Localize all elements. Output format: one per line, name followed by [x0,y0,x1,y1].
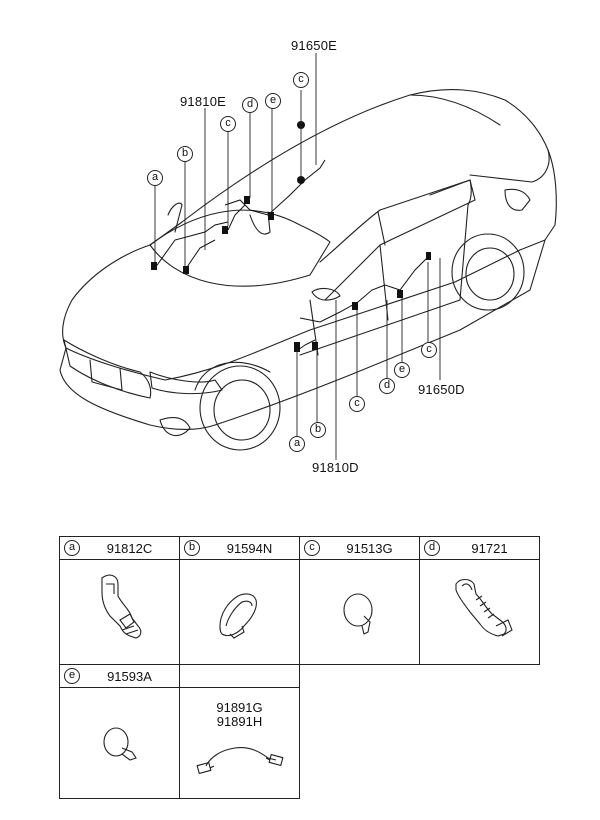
part-image-e [59,687,180,799]
part-image-c [299,559,420,665]
harness-part-number-2: 91891H [216,714,263,729]
leader-lines [154,53,441,460]
part-image-d [419,559,540,665]
part-letter-e: e [64,668,80,684]
part-letter-b: b [184,540,200,556]
bubble-d-bottom: d [379,378,395,394]
bubble-c-top-right: c [293,72,309,88]
bubble-b-top: b [177,146,193,162]
part-header-d: d 91721 [419,536,540,560]
bubble-c-top-left: c [220,116,236,132]
extension-harness-icon [196,747,284,775]
part-number-d: 91721 [471,541,508,556]
front-wheel [199,365,281,451]
callout-91650D: 91650D [418,382,465,397]
part-letter-a: a [64,540,80,556]
bubble-e-bottom: e [394,362,410,378]
bubble-a-top: a [147,170,163,186]
grommet-e-icon [103,727,137,761]
part-number-e: 91593A [107,669,152,684]
car-side-windows [319,179,476,301]
wiring-harness-lines [154,159,431,351]
part-number-c: 91513G [346,541,393,556]
part-header-e: e 91593A [59,664,180,688]
part-header-a: a 91812C [59,536,180,560]
car-body-side [164,249,521,381]
bubble-b-bottom: b [310,422,326,438]
harness-part-number-1: 91891G [216,700,263,715]
parts-legend-table: a 91812C b 91594N c 91513G d 91721 [59,536,540,799]
part-image-a [59,559,180,665]
rear-wheel [451,233,525,311]
part-number-a: 91812C [106,541,153,556]
bubble-a-bottom: a [289,436,305,452]
part-letter-c: c [304,540,320,556]
part-image-harness: 91891G 91891H [179,687,300,799]
car-roof [181,89,550,223]
part-letter-d: d [424,540,440,556]
part-header-b: b 91594N [179,536,300,560]
car-hood [62,244,151,349]
bubble-d-top: d [242,97,258,113]
callout-91810E: 91810E [180,94,227,109]
side-mirror [311,287,341,301]
part-header-c: c 91513G [299,536,420,560]
part-header-harness [179,664,300,688]
callout-91650E: 91650E [291,38,338,53]
car-windshield [149,209,331,276]
grommet-b-icon [219,593,257,639]
bubble-c-right: c [421,342,437,358]
callout-91810D: 91810D [312,460,359,475]
grommet-d-icon [455,578,513,637]
part-number-b: 91594N [226,541,273,556]
grommet-a-icon [101,574,142,639]
grommet-c-icon [343,593,373,635]
bubble-e-top: e [265,93,281,109]
part-image-b [179,559,300,665]
car-front-bumper [59,347,216,431]
car-diagram [59,53,557,460]
bubble-c-bottom: c [349,396,365,412]
